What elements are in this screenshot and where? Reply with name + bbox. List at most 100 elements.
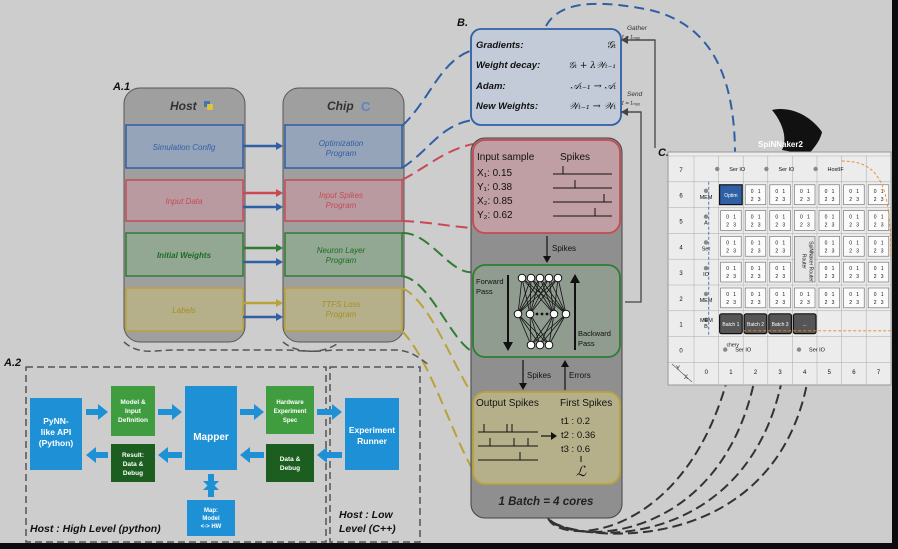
- pe-core-number: 1: [758, 240, 761, 246]
- input-spike-raster: [553, 166, 612, 217]
- pe-core-number: 0: [874, 292, 877, 298]
- processing-element: [843, 236, 865, 257]
- grid-col-label: 6: [852, 370, 856, 376]
- pe-core-number: 2: [775, 197, 778, 203]
- spikes-label-2: Spikes: [527, 371, 551, 380]
- arrow-model-to-mapper: [158, 404, 182, 420]
- pe-core-number: 0: [849, 215, 852, 221]
- chip-item-optimization-1: Optimization: [319, 139, 364, 148]
- hardware-spec-block: [266, 386, 314, 434]
- pe-core-number: 3: [832, 248, 835, 254]
- output-spikes-arrowhead: [519, 383, 527, 390]
- grid-corner-divider: [671, 363, 693, 383]
- batch-label: 1 Batch = 4 cores: [499, 496, 594, 508]
- pe-core-number: 2: [849, 248, 852, 254]
- batch-core: [768, 313, 792, 335]
- pe-core-number: 1: [733, 266, 736, 272]
- network-neurons: [513, 273, 571, 350]
- processing-element: [794, 184, 816, 205]
- update-box: [470, 28, 622, 126]
- pe-core-number: 2: [849, 274, 852, 280]
- pe-core-number: 0: [874, 215, 877, 221]
- backward-label-1: Backward: [578, 329, 611, 338]
- output-to-first-arrowhead: [551, 432, 557, 440]
- pe-core-number: 2: [751, 274, 754, 280]
- grid-col-label: 5: [828, 370, 832, 376]
- output-box: [472, 391, 621, 485]
- grid-col-label: 2: [754, 370, 758, 376]
- pe-core-number: 2: [825, 274, 828, 280]
- host-title: Host: [170, 99, 198, 113]
- pe-core-number: 0: [726, 292, 729, 298]
- pe-core-number: 1: [832, 292, 835, 298]
- grid-side-label: B: [704, 324, 708, 330]
- processing-element: [744, 184, 767, 205]
- pe-core-number: 2: [726, 274, 729, 280]
- spinnaker-router-label: SpiNNaker Router: [807, 241, 813, 282]
- pe-core-number: 3: [881, 274, 884, 280]
- processing-element: [867, 287, 890, 309]
- processing-element: [843, 261, 865, 283]
- data-debug-label-2: Debug: [280, 465, 300, 472]
- pe-core-number: 3: [832, 300, 835, 306]
- chip-item-ttfs-loss-2: Program: [326, 310, 357, 319]
- optim-core-label: Optim: [724, 193, 737, 199]
- pe-core-number: 2: [775, 274, 778, 280]
- pe-core-number: 2: [825, 197, 828, 203]
- mapper-block: [185, 386, 237, 470]
- grid-io-label: Ser IO: [778, 167, 795, 173]
- pe-core-number: 0: [825, 189, 828, 195]
- processing-element: [720, 236, 742, 257]
- result-label-2: Data &: [123, 461, 144, 468]
- forward-label-2: Pass: [476, 287, 493, 296]
- chip-item-optimization-2: Program: [326, 149, 357, 158]
- update-label-gradients: Gradients:: [476, 40, 524, 51]
- grid-io-dot: [813, 166, 818, 172]
- batch-core: [718, 313, 743, 335]
- grid-row-label: 6: [679, 194, 683, 200]
- update-expr-gradients: 𝒢ₜ: [606, 40, 616, 51]
- bottom-border: [0, 543, 898, 549]
- grid-side-dot: [703, 291, 709, 297]
- pe-core-number: 0: [874, 240, 877, 246]
- grid-row-label: 5: [679, 220, 683, 226]
- chip-row-ttfs-loss: [284, 287, 403, 332]
- pe-core-number: 1: [856, 292, 859, 298]
- arrow-result-to-pynn: [86, 447, 108, 463]
- host-item-simulation-config: Simulation Config: [153, 143, 216, 152]
- processing-element: [769, 261, 791, 283]
- pe-core-number: 3: [856, 300, 859, 306]
- spinnaker-logo: SpiNNaker2: [758, 109, 822, 155]
- pe-core-number: 3: [881, 223, 884, 229]
- network-box: [472, 264, 621, 358]
- host-item-initial-weights: Initial Weights: [157, 251, 212, 260]
- errors-arrowhead: [561, 360, 569, 367]
- pe-core-number: 0: [751, 292, 754, 298]
- pe-core-number: 2: [800, 197, 803, 203]
- pe-core-number: 3: [758, 197, 761, 203]
- arrow-heads-host-chip: [276, 142, 283, 321]
- map-block: [187, 500, 235, 536]
- pe-core-number: 0: [825, 292, 828, 298]
- pe-core-number: 2: [751, 300, 754, 306]
- pe-core-number: 3: [832, 274, 835, 280]
- runner-label-1: Experiment: [349, 425, 395, 435]
- mapper-label: Mapper: [193, 432, 229, 443]
- pe-core-number: 1: [733, 240, 736, 246]
- pe-core-number: 1: [881, 266, 884, 272]
- label-a2: A.2: [3, 357, 21, 369]
- pe-core-number: 1: [881, 292, 884, 298]
- backward-arrowhead: [570, 274, 580, 283]
- grid-io-label: Ser IO: [735, 348, 752, 354]
- pe-core-number: 1: [782, 240, 785, 246]
- batch-core: [792, 313, 817, 335]
- pe-core-number: 3: [782, 197, 785, 203]
- data-debug-block: [266, 444, 314, 482]
- pe-core-number: 3: [856, 223, 859, 229]
- model-label-1: Model &: [120, 399, 146, 406]
- map-label-2: Model: [202, 516, 220, 522]
- host-low-level-label-2: Level (C++): [339, 523, 396, 535]
- spinnaker-router: [794, 236, 816, 283]
